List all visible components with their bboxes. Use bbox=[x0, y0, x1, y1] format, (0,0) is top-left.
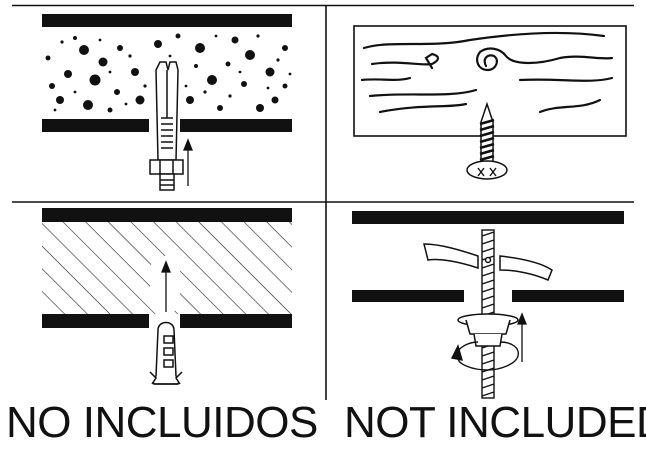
hatched-wall-bottom-edge-right bbox=[180, 314, 292, 328]
concrete-aggregate-dots bbox=[45, 33, 292, 113]
rotation-arrow-icon bbox=[450, 341, 519, 371]
concrete-wall-bottom-edge-left bbox=[42, 119, 149, 132]
tighten-arrow-icon bbox=[517, 312, 527, 362]
not-included-caption-english: NOT INCLUDED bbox=[344, 398, 646, 447]
not-included-caption-spanish: NO INCLUIDOS bbox=[6, 398, 318, 447]
fastener-diagram bbox=[12, 4, 634, 400]
hollow-wall-panel-left bbox=[352, 290, 464, 302]
concrete-wall-bottom-edge-right bbox=[180, 119, 292, 132]
panel-grid bbox=[12, 4, 634, 400]
sleeve-anchor bbox=[155, 61, 179, 161]
panel-toggle-bolt bbox=[352, 211, 624, 399]
concrete-wall-top-edge bbox=[42, 14, 292, 27]
insert-arrow-icon bbox=[161, 260, 171, 312]
insert-arrow-icon bbox=[183, 138, 193, 186]
drill-hole bbox=[150, 256, 180, 314]
hatched-wall-top-edge bbox=[42, 208, 292, 222]
wood-grain bbox=[360, 31, 614, 114]
plastic-wall-plug bbox=[149, 321, 183, 385]
hollow-wall-top-edge bbox=[352, 211, 624, 224]
hollow-wall-panel-right bbox=[512, 290, 624, 302]
panel-plastic-anchor bbox=[42, 208, 292, 385]
panel-wood-screw bbox=[353, 25, 627, 180]
wood-screw bbox=[466, 101, 508, 180]
hex-nut bbox=[149, 159, 184, 191]
hatched-wall-bottom-edge-left bbox=[42, 314, 149, 328]
panel-concrete-anchor bbox=[42, 14, 292, 191]
toggle-wing bbox=[423, 243, 553, 281]
flanged-nut bbox=[457, 313, 519, 347]
